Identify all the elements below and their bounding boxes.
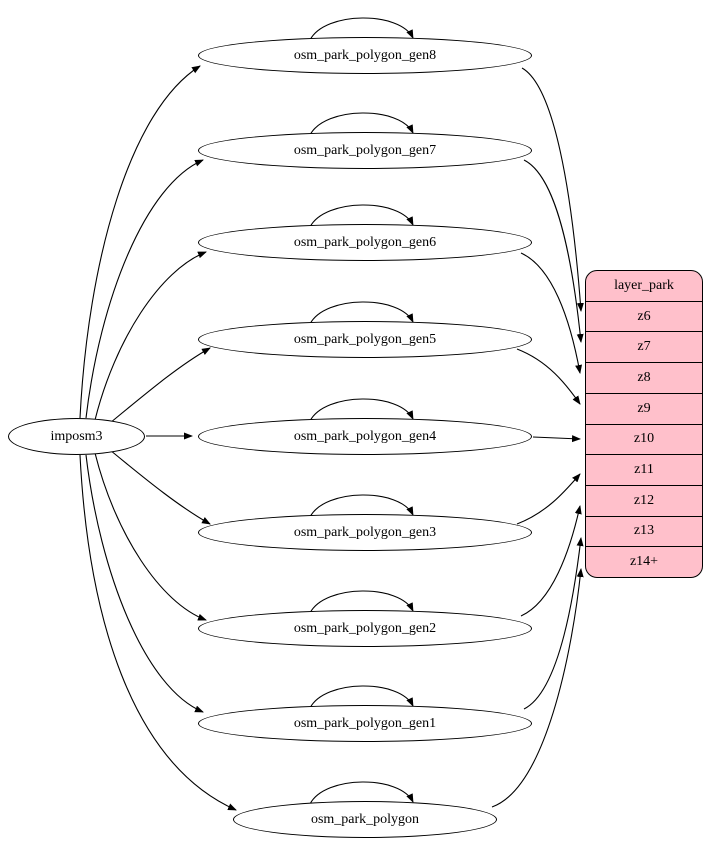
edge-imposm3-gen5 <box>109 347 211 424</box>
self-loop-gen4 <box>309 398 414 422</box>
edge-imposm3-gen6 <box>94 251 207 421</box>
node-label: osm_park_polygon_gen4 <box>293 428 437 444</box>
layer-row-z6: z6 <box>586 300 702 332</box>
node-osm-park-polygon-gen3: osm_park_polygon_gen3 <box>198 514 532 551</box>
edge-imposm3-gen1 <box>85 454 204 713</box>
node-imposm3: imposm3 <box>8 418 145 455</box>
edge-gen6-z8 <box>520 252 583 374</box>
edge-imposm3-polygon <box>79 454 237 811</box>
node-label: osm_park_polygon_gen1 <box>293 715 437 731</box>
layer-row-z10: z10 <box>586 423 702 455</box>
edge-gen1-z13 <box>523 537 584 710</box>
edge-gen5-z9 <box>516 348 581 405</box>
node-label: osm_park_polygon_gen7 <box>293 142 437 158</box>
node-osm-park-polygon-gen7: osm_park_polygon_gen7 <box>198 132 532 169</box>
self-loop-gen5 <box>309 301 414 325</box>
edge-polygon-z14 <box>491 568 584 808</box>
node-imposm3-label: imposm3 <box>50 428 103 444</box>
node-label: osm_park_polygon <box>310 811 420 827</box>
self-loop-gen8 <box>309 17 414 41</box>
self-loop-gen3 <box>309 494 414 518</box>
edge-gen8-z6 <box>521 67 584 312</box>
node-label: osm_park_polygon_gen5 <box>293 331 437 347</box>
self-loop-gen1 <box>309 685 414 709</box>
node-label: osm_park_polygon_gen2 <box>293 620 437 636</box>
layer-park-header: layer_park <box>614 277 674 293</box>
self-loop-gen2 <box>309 590 414 614</box>
layer-row-z14: z14+ <box>586 546 702 577</box>
layer-row-z13: z13 <box>586 515 702 547</box>
edge-gen2-z12 <box>520 505 582 617</box>
node-osm-park-polygon-gen8: osm_park_polygon_gen8 <box>198 37 532 74</box>
node-osm-park-polygon: osm_park_polygon <box>233 801 497 838</box>
edge-imposm3-gen8 <box>79 65 201 419</box>
node-osm-park-polygon-gen2: osm_park_polygon_gen2 <box>198 610 532 647</box>
self-loop-gen7 <box>309 112 414 136</box>
layer-row-z12: z12 <box>586 484 702 516</box>
node-osm-park-polygon-gen5: osm_park_polygon_gen5 <box>198 321 532 358</box>
edge-imposm3-gen3 <box>109 449 211 525</box>
node-label: osm_park_polygon_gen6 <box>293 234 437 250</box>
node-osm-park-polygon-gen1: osm_park_polygon_gen1 <box>198 705 532 742</box>
edge-gen4-z10 <box>532 435 581 443</box>
edge-gen7-z7 <box>523 159 584 343</box>
edge-gen3-z11 <box>516 473 581 525</box>
node-layer-park: layer_park z6 z7 z8 z9 z10 z11 z12 z13 z… <box>585 270 703 578</box>
layer-row-z8: z8 <box>586 362 702 393</box>
layer-row-z11: z11 <box>586 454 702 485</box>
node-osm-park-polygon-gen4: osm_park_polygon_gen4 <box>198 418 532 455</box>
self-loop-polygon <box>309 781 414 805</box>
self-loop-gen6 <box>309 204 414 228</box>
node-label: osm_park_polygon_gen8 <box>293 47 437 63</box>
layer-row-z9: z9 <box>586 392 702 424</box>
node-osm-park-polygon-gen6: osm_park_polygon_gen6 <box>198 224 532 261</box>
edge-imposm3-gen2 <box>94 452 207 621</box>
edge-imposm3-gen7 <box>85 159 204 419</box>
layer-row-z7: z7 <box>586 331 702 362</box>
node-label: osm_park_polygon_gen3 <box>293 524 437 540</box>
